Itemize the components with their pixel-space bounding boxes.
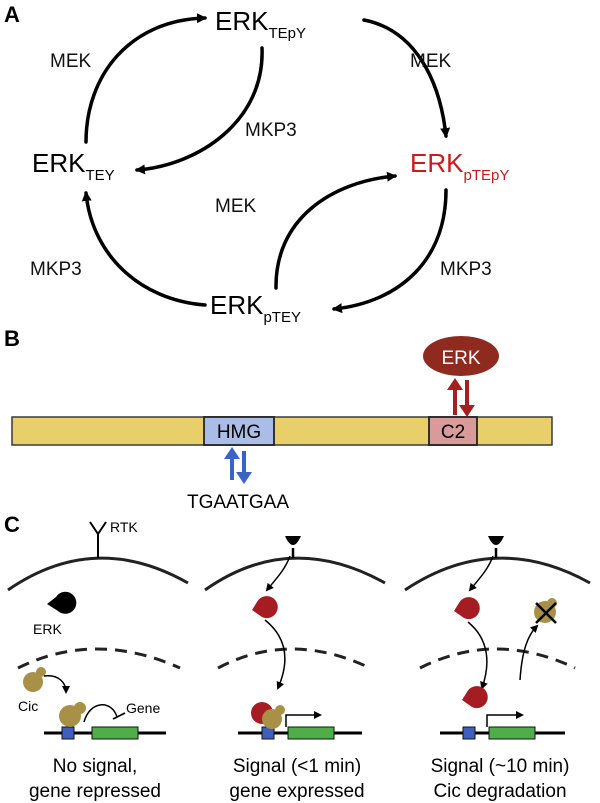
mek-label-inner: MEK xyxy=(215,196,257,217)
caption-2-line2: gene expressed xyxy=(229,781,364,802)
erk-active-icon xyxy=(454,597,480,620)
erk-ptepy-label: ERKpTEpY xyxy=(410,148,509,184)
plasma-membrane xyxy=(404,556,591,592)
cell-signal-short xyxy=(204,536,386,740)
rtk-active-icon xyxy=(285,536,301,558)
caption-1-line2: gene repressed xyxy=(29,781,161,802)
c2-erk-binding-arrows xyxy=(447,378,475,417)
rtk-active-icon xyxy=(488,536,504,558)
rtk-receptor-icon xyxy=(89,521,107,558)
gene-box xyxy=(91,726,139,740)
erk-oval xyxy=(423,336,499,376)
nuclear-envelope xyxy=(217,647,371,670)
erk-nuclear-icon xyxy=(462,686,488,709)
erk-tepy-label: ERKTEpY xyxy=(215,6,306,42)
gene-box xyxy=(488,726,536,740)
promoter-box xyxy=(462,726,476,740)
panel-letter-b: B xyxy=(4,326,20,351)
cell-signal-long xyxy=(404,536,591,740)
gene-label: Gene xyxy=(126,700,160,716)
cell-no-signal: RTK ERK Cic Gene xyxy=(7,519,189,740)
mkp3-label-bottom-right: MKP3 xyxy=(440,259,492,280)
mek-label-top-left: MEK xyxy=(50,51,92,72)
transcription-arrow xyxy=(285,711,322,727)
hmg-domain xyxy=(203,416,275,446)
transcription-arrow xyxy=(486,711,524,727)
gene-box xyxy=(287,726,335,740)
panel-letter-a: A xyxy=(4,2,20,27)
erk-label: ERK xyxy=(33,621,62,637)
hmg-label: HMG xyxy=(217,422,261,443)
erk-ptey-label: ERKpTEY xyxy=(210,290,301,326)
promoter-box xyxy=(61,726,75,740)
arrow-tepy-to-tey xyxy=(135,46,264,175)
arrow-ptey-to-tey xyxy=(81,191,207,307)
cic-label: Cic xyxy=(18,698,38,714)
mek-label-top-right: MEK xyxy=(410,51,452,72)
hmg-dna-binding-arrows xyxy=(224,447,252,484)
repression-arc xyxy=(83,704,118,723)
arrow-ptepy-to-ptey xyxy=(332,188,448,314)
nuclear-envelope xyxy=(17,647,181,670)
erk-oval-label: ERK xyxy=(441,348,480,369)
erk-tey-label: ERKTEY xyxy=(32,148,115,184)
caption-3-line1: Signal (~10 min) xyxy=(431,756,570,777)
c2-label: C2 xyxy=(441,422,465,443)
plasma-membrane xyxy=(204,556,386,592)
mkp3-label-bottom-left: MKP3 xyxy=(30,259,82,280)
arrow-ptey-to-ptepy xyxy=(274,171,397,290)
c2-domain xyxy=(428,416,478,446)
erk-inactive-icon xyxy=(47,591,77,614)
caption-2-line1: Signal (<1 min) xyxy=(233,756,361,777)
nuclear-envelope xyxy=(419,647,576,670)
arrow-tepy-to-ptepy xyxy=(362,18,451,138)
panel-letter-c: C xyxy=(4,512,20,537)
dna-motif-label: TGAATGAA xyxy=(187,492,289,513)
caption-1-line1: No signal, xyxy=(53,756,138,777)
cic-icon xyxy=(23,672,43,692)
erk-active-icon xyxy=(252,596,278,619)
mkp3-label-inner: MKP3 xyxy=(245,120,297,141)
arrow-tey-to-tepy xyxy=(84,13,207,144)
plasma-membrane xyxy=(7,556,189,592)
caption-3-line2: Cic degradation xyxy=(433,781,566,802)
rtk-label: RTK xyxy=(110,519,138,535)
